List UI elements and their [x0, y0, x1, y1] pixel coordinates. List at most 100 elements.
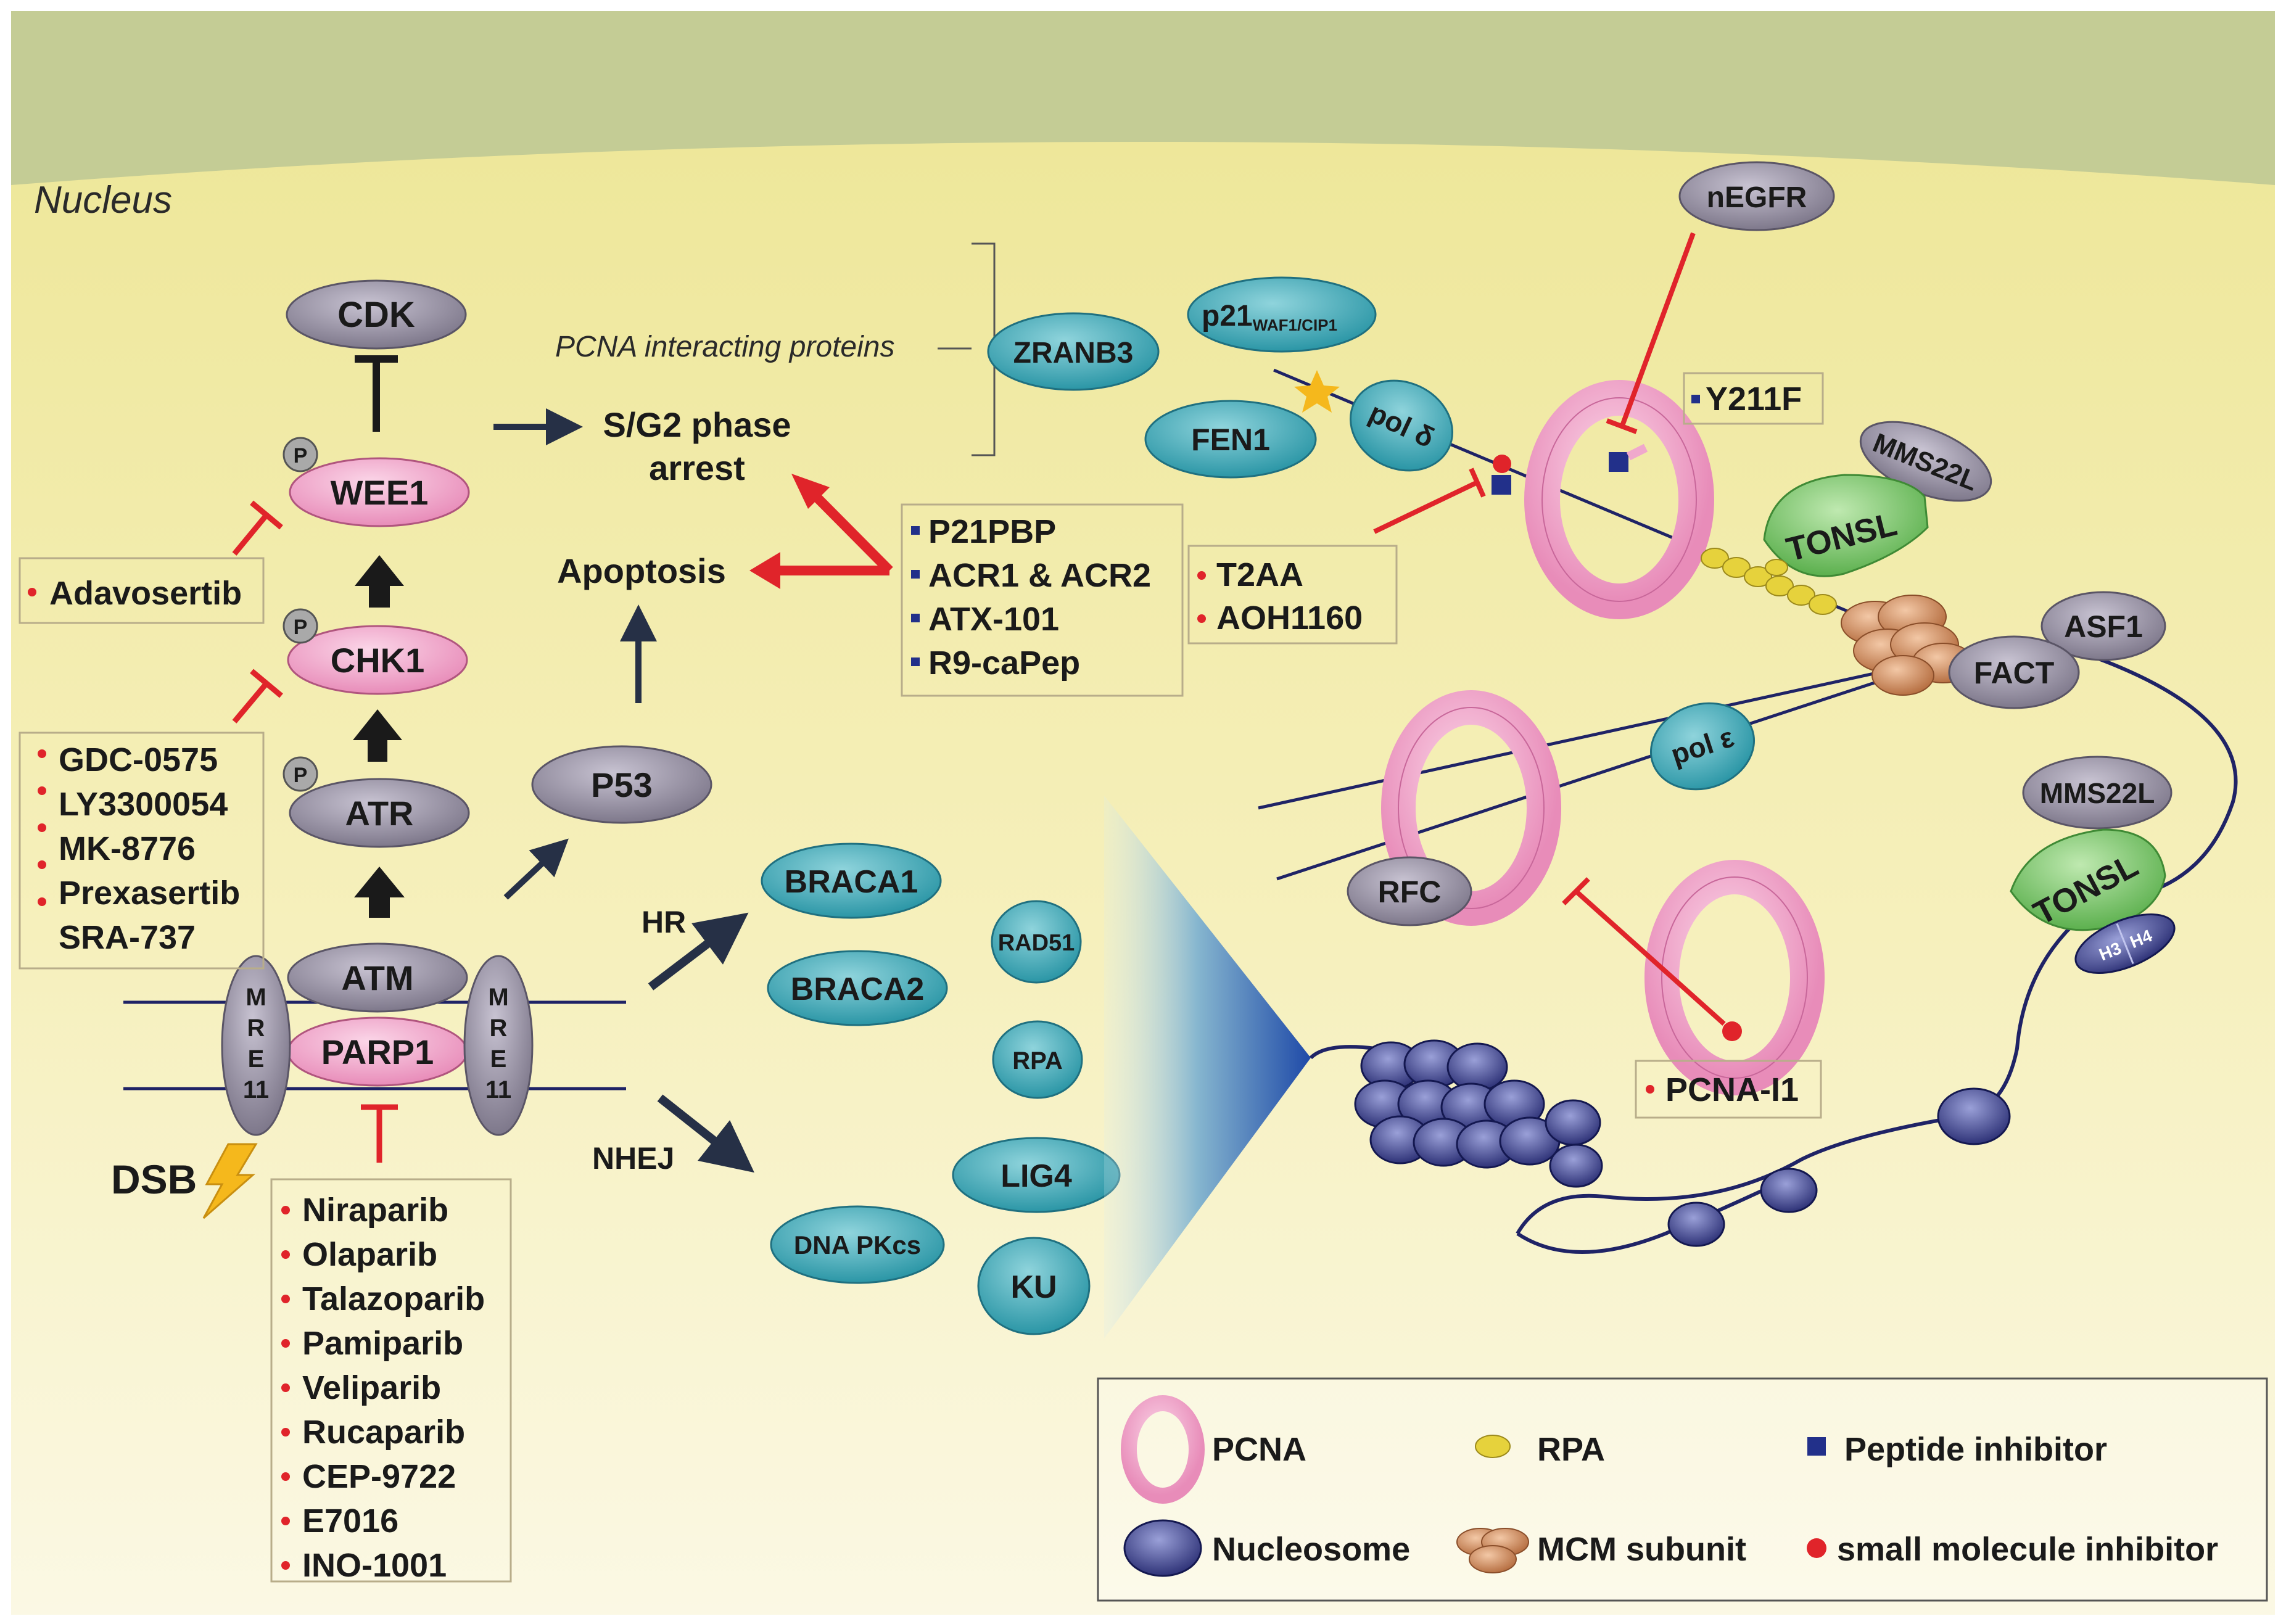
svg-text:AOH1160: AOH1160	[1216, 600, 1363, 637]
svg-text:Talazoparib: Talazoparib	[302, 1280, 485, 1317]
adavosertib-box: Adavosertib	[19, 557, 265, 624]
rfc-protein: RFC	[1347, 856, 1472, 926]
parp1-protein: PARP1	[287, 1016, 468, 1087]
svg-text:INO-1001: INO-1001	[302, 1547, 447, 1584]
nhej-label: NHEJ	[592, 1141, 674, 1176]
zranb3-protein: ZRANB3	[987, 312, 1160, 391]
wee1-protein: WEE1	[289, 457, 470, 527]
tonsl-protein: TONSL	[1763, 474, 1929, 577]
svg-text:ASF1: ASF1	[2064, 609, 2143, 644]
svg-text:Pamiparib: Pamiparib	[302, 1325, 463, 1362]
svg-text:KU: KU	[1010, 1269, 1057, 1305]
svg-text:LY3300054: LY3300054	[59, 786, 228, 823]
sg2-arrest-label-2: arrest	[649, 448, 745, 487]
svg-text:Rucaparib: Rucaparib	[302, 1414, 465, 1451]
t2aa-inhibitor-box: T2AA AOH1160	[1187, 545, 1398, 645]
svg-text:E: E	[490, 1045, 507, 1073]
atm-protein: ATM	[287, 942, 468, 1013]
small-molecule-marker	[1722, 1021, 1742, 1041]
svg-text:P: P	[294, 616, 308, 639]
svg-text:BRACA2: BRACA2	[791, 971, 925, 1007]
nucleosome-cluster	[1354, 1039, 1603, 1188]
svg-text:MK-8776: MK-8776	[59, 830, 196, 867]
atm-p53-arrow	[503, 838, 569, 900]
svg-text:P: P	[294, 764, 308, 787]
hr-arrow	[648, 912, 749, 991]
legend-small-molecule: small molecule inhibitor	[1807, 1531, 2218, 1568]
svg-text:ZRANB3: ZRANB3	[1013, 337, 1134, 369]
atr-chk1-arrow	[353, 709, 402, 762]
nhej-arrow	[657, 1094, 754, 1173]
asf1-protein: ASF1	[2040, 591, 2166, 661]
dna-pkcs-protein: DNA PKcs	[770, 1205, 945, 1284]
svg-text:RFC: RFC	[1378, 875, 1442, 909]
legend-nucleosome: Nucleosome	[1123, 1519, 1410, 1577]
rpa-beads	[1701, 548, 1837, 615]
svg-text:CEP-9722: CEP-9722	[302, 1458, 456, 1495]
peptide-marker	[1609, 452, 1628, 472]
svg-text:Veliparib: Veliparib	[302, 1369, 441, 1406]
svg-text:GDC-0575: GDC-0575	[59, 741, 218, 778]
legend-pcna: PCNA	[1121, 1395, 1306, 1504]
svg-text:Peptide inhibitor: Peptide inhibitor	[1844, 1431, 2107, 1468]
ku-protein: KU	[977, 1237, 1091, 1335]
nucleosome	[1667, 1087, 2011, 1247]
pcna-interacting-label: PCNA interacting proteins	[555, 331, 894, 363]
svg-text:RPA: RPA	[1012, 1047, 1062, 1074]
svg-text:PARP1: PARP1	[321, 1033, 434, 1071]
svg-text:T2AA: T2AA	[1216, 556, 1303, 593]
svg-text:small molecule inhibitor: small molecule inhibitor	[1837, 1531, 2218, 1568]
chk1-protein: CHK1	[287, 625, 468, 695]
h3-h4-histone: H3 H4	[2074, 913, 2176, 974]
svg-text:CHK1: CHK1	[331, 641, 424, 680]
y211f-box: Y211F	[1683, 372, 1824, 425]
pcna-ring	[1524, 380, 1714, 619]
svg-text:M: M	[246, 984, 266, 1011]
legend: PCNA RPA Peptide inhibitor Nucleosome MC…	[1097, 1377, 2268, 1602]
svg-text:R: R	[247, 1015, 265, 1042]
chk1-wee1-arrow	[355, 555, 404, 608]
svg-text:Niraparib: Niraparib	[302, 1192, 448, 1229]
legend-peptide: Peptide inhibitor	[1807, 1431, 2107, 1468]
legend-rpa: RPA	[1475, 1431, 1605, 1468]
svg-text:ATM: ATM	[341, 958, 413, 997]
chk1-inhibitor-box: GDC-0575 LY3300054 MK-8776 Prexasertib S…	[19, 732, 265, 970]
svg-text:Nucleosome: Nucleosome	[1212, 1531, 1410, 1568]
svg-text:RPA: RPA	[1537, 1431, 1605, 1468]
small-molecule-marker	[1493, 455, 1511, 473]
nucleus-label: Nucleus	[34, 179, 172, 221]
svg-text:ATR: ATR	[345, 794, 414, 833]
svg-text:ACR1 & ACR2: ACR1 & ACR2	[928, 557, 1151, 594]
phospho-marker: P	[283, 608, 318, 644]
cdk-protein: CDK	[286, 279, 467, 350]
svg-text:Olaparib: Olaparib	[302, 1236, 437, 1273]
lightning-icon	[202, 1143, 258, 1219]
svg-text:R: R	[490, 1015, 508, 1042]
peptide-marker	[1492, 475, 1511, 495]
svg-text:P53: P53	[591, 765, 653, 804]
rad51-protein: RAD51	[991, 900, 1082, 984]
p53-protein: P53	[531, 745, 712, 824]
fact-protein: FACT	[1948, 635, 2080, 709]
svg-text:Prexasertib: Prexasertib	[59, 875, 240, 912]
svg-text:11: 11	[485, 1076, 511, 1103]
svg-text:E: E	[248, 1045, 265, 1073]
peptide-inhibitor-box: P21PBP ACR1 & ACR2 ATX-101 R9-caPep	[901, 503, 1184, 697]
fen1-protein: FEN1	[1144, 400, 1317, 479]
legend-mcm: MCM subunit	[1456, 1528, 1746, 1573]
mms22l-protein: MMS22L	[2022, 756, 2173, 830]
svg-text:11: 11	[243, 1076, 269, 1103]
apoptosis-label: Apoptosis	[557, 551, 726, 590]
pol-delta-protein: pol δ	[1349, 379, 1454, 472]
mcm-helicase	[1841, 595, 1974, 696]
phospho-marker: P	[283, 437, 318, 472]
mre11-right: M R E 11	[463, 955, 534, 1136]
braca2-protein: BRACA2	[767, 950, 948, 1026]
pcna-ring	[1381, 690, 1561, 926]
atm-atr-arrow	[354, 867, 405, 918]
svg-text:DNA PKcs: DNA PKcs	[794, 1230, 921, 1259]
svg-text:nEGFR: nEGFR	[1707, 181, 1807, 214]
svg-text:LIG4: LIG4	[1001, 1158, 1072, 1194]
svg-text:MCM subunit: MCM subunit	[1537, 1531, 1746, 1568]
